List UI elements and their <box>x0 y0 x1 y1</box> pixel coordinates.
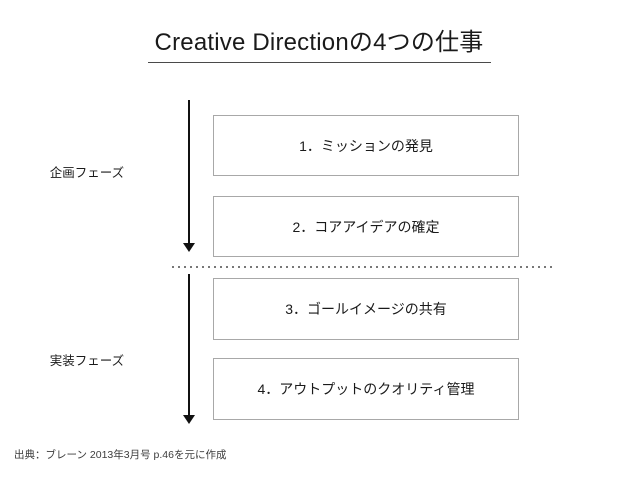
phase-label-planning: 企画フェーズ <box>49 166 125 180</box>
arrow-shaft <box>188 274 190 417</box>
task-box-2: 2．コアアイデアの確定 <box>213 196 519 257</box>
task-box-4: 4．アウトプットのクオリティ管理 <box>213 358 519 420</box>
phase-divider-dotted-line <box>170 266 556 268</box>
down-arrow-icon-implementation <box>183 274 195 426</box>
page-title: Creative Directionの4つの仕事 <box>154 29 484 56</box>
task-box-3: 3．ゴールイメージの共有 <box>213 278 519 340</box>
arrow-head <box>183 243 195 252</box>
phase-label-implementation: 実装フェーズ <box>49 354 125 368</box>
source-note: 出典：ブレーン 2013年3月号 p.46を元に作成 <box>14 449 227 461</box>
down-arrow-icon-planning <box>183 100 195 252</box>
arrow-head <box>183 415 195 424</box>
title-underline-rule <box>148 62 491 63</box>
task-box-1: 1．ミッションの発見 <box>213 115 519 176</box>
arrow-shaft <box>188 100 190 245</box>
